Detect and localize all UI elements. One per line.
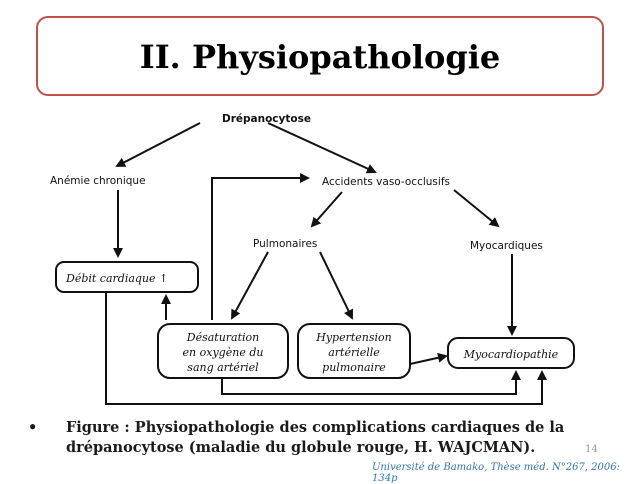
- node-myocardiopathie: Myocardiopathie: [463, 348, 559, 361]
- box-myocardiopathie: [447, 337, 575, 369]
- page-number: 14: [585, 444, 598, 455]
- node-desaturation-1: Désaturation: [186, 331, 260, 344]
- node-hypertension-1: Hypertension: [315, 331, 392, 344]
- edge-drepano-anemie: [115, 122, 201, 167]
- title-box: II. Physiopathologie: [36, 16, 604, 96]
- edge-debit-myocardiopathie: [105, 288, 547, 405]
- node-drepanocytose: Drépanocytose: [222, 113, 311, 125]
- edge-hypertension-myocardiopathie: [409, 352, 448, 365]
- figure-caption: • Figure : Physiopathologie des complica…: [28, 418, 600, 458]
- box-hypertension: [297, 323, 411, 379]
- node-debit-cardiaque: Débit cardiaque ↑: [65, 272, 168, 285]
- edge-accidents-myocardiques: [453, 189, 500, 228]
- slide-title: II. Physiopathologie: [139, 38, 501, 76]
- node-desaturation-2: en oxygène du: [183, 346, 264, 359]
- edge-drepano-accidents: [267, 122, 377, 174]
- node-pulmonaires: Pulmonaires: [253, 238, 317, 250]
- source-citation: Université de Bamako, Thèse méd. N°267, …: [372, 462, 620, 484]
- edge-accidents-pulmonaires: [310, 191, 343, 228]
- node-hypertension-2: artérielle: [328, 346, 380, 359]
- node-accidents-vaso-occlusifs: Accidents vaso-occlusifs: [322, 176, 450, 188]
- edge-desaturation-myocardiopathie: [221, 370, 521, 395]
- bullet: •: [28, 419, 38, 436]
- node-desaturation-3: sang artériel: [187, 361, 259, 374]
- node-anemie-chronique: Anémie chronique: [50, 175, 146, 187]
- box-debit-cardiaque: [55, 261, 199, 293]
- edge-desaturation-accidents: [211, 173, 310, 320]
- node-hypertension-3: pulmonaire: [322, 361, 386, 374]
- edge-pulmonaires-desaturation: [231, 251, 269, 320]
- box-desaturation: [157, 323, 289, 379]
- caption-text: Figure : Physiopathologie des complicati…: [66, 419, 565, 456]
- node-myocardiques: Myocardiques: [470, 240, 543, 252]
- edge-pulmonaires-hypertension: [319, 251, 354, 320]
